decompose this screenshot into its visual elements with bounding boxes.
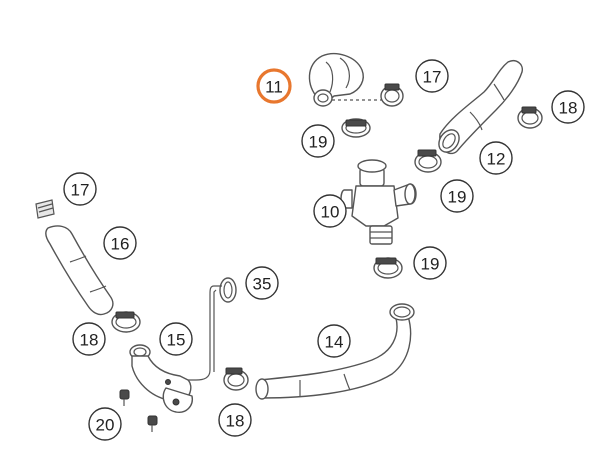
callout-18: 18 [218,403,252,437]
callout-circle [313,194,347,228]
callout-circle [103,226,137,260]
callout-17: 17 [63,172,97,206]
part-hose-clamp [341,118,371,138]
callout-19: 19 [301,124,335,158]
callout-circle [301,124,335,158]
part-thermostat-housing [340,159,417,245]
part-hose-clamp [223,367,249,391]
callout-circle [440,179,474,213]
callout-number: 16 [111,235,130,254]
callout-16: 16 [103,226,137,260]
callout-19: 19 [440,179,474,213]
callout-number: 17 [71,181,90,200]
callout-number: 19 [421,255,440,274]
part-hose-clamp [517,106,543,129]
callout-number: 15 [167,331,186,350]
callout-circle [317,324,351,358]
part-elbow-hose [308,52,364,107]
callout-circle [245,266,279,300]
callout-number: 20 [96,416,115,435]
callout-12: 12 [479,141,513,175]
callout-number: 18 [559,99,578,118]
callout-11: 11 [256,68,292,104]
callout-circle [218,403,252,437]
callout-number: 18 [226,412,245,431]
callout-20: 20 [88,407,122,441]
part-breather-pipe [186,277,237,381]
callout-number: 18 [80,331,99,350]
callout-35: 35 [245,266,279,300]
part-left-hose [45,225,114,316]
callout-circle [63,172,97,206]
part-hose-clamp [414,149,442,173]
callout-number: 10 [321,203,340,222]
callout-circle [88,407,122,441]
part-hose-clamp [35,199,55,219]
part-hose-clamp [111,311,141,333]
callout-18: 18 [72,322,106,356]
callout-17: 17 [415,59,449,93]
callout-number: 12 [487,150,506,169]
callout-circle [256,68,292,104]
callout-10: 10 [313,194,347,228]
callout-number: 14 [325,333,344,352]
callout-circle [479,141,513,175]
callout-number: 19 [448,188,467,207]
callout-circle [415,59,449,93]
callout-circle [413,246,447,280]
callout-number: 17 [423,68,442,87]
callout-19: 19 [413,246,447,280]
callout-15: 15 [159,322,193,356]
callout-14: 14 [317,324,351,358]
callout-circle [72,322,106,356]
callout-number: 35 [253,275,272,294]
callout-layer: 11 17 18 19 12 10 19 17 16 19 35 18 15 14 20 18 [63,59,585,441]
part-upper-hose [438,60,523,155]
part-elbow-fitting [129,344,193,413]
part-lower-hose [255,303,415,400]
callout-number: 19 [309,133,328,152]
part-screw [119,389,158,432]
part-hose-clamp [380,83,404,107]
callout-circle [159,322,193,356]
part-hose-clamp [373,257,403,279]
callout-circle [551,90,585,124]
callout-18: 18 [551,90,585,124]
callout-number: 11 [265,78,283,97]
